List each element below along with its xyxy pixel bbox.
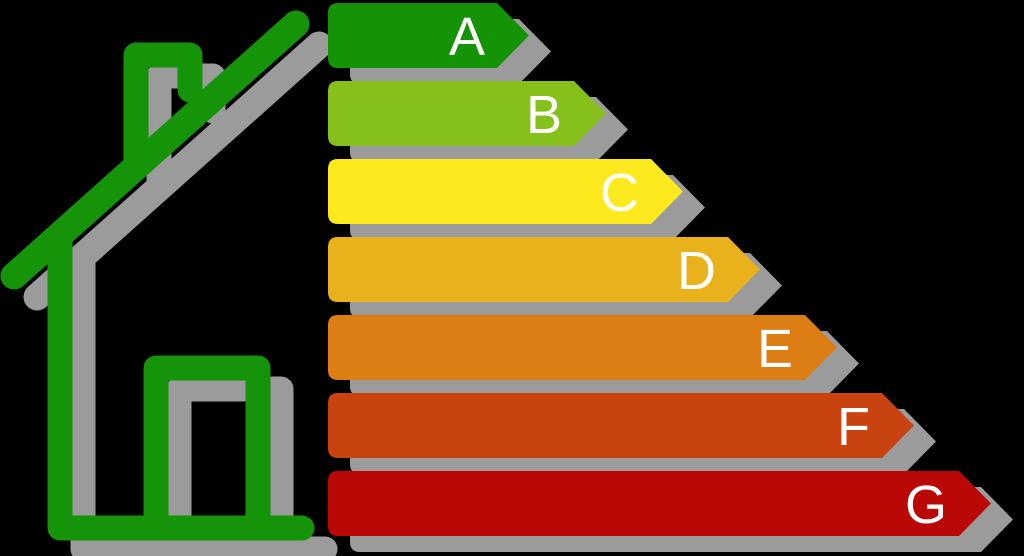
rating-bar-g-arrow xyxy=(328,471,991,536)
energy-house-icon xyxy=(0,10,315,541)
rating-bar-a-arrow xyxy=(328,3,529,68)
rating-bar-e: E xyxy=(328,315,859,396)
rating-bar-a-label: A xyxy=(449,7,485,67)
rating-bar-e-label: E xyxy=(757,319,793,379)
rating-bar-c: C xyxy=(328,159,705,240)
rating-bar-b-arrow xyxy=(328,81,606,146)
rating-bar-d: D xyxy=(328,237,782,318)
rating-bar-f-arrow xyxy=(328,393,914,458)
rating-bar-f: F xyxy=(328,393,936,474)
house-door-shadow xyxy=(166,376,294,556)
rating-bar-g: G xyxy=(328,471,1013,552)
rating-bar-d-label: D xyxy=(677,241,716,301)
rating-bar-b: B xyxy=(328,81,628,162)
house-wall-floor xyxy=(47,224,315,541)
house-wall-floor-shadow xyxy=(70,245,338,556)
rating-bar-f-label: F xyxy=(837,397,870,457)
rating-bar-c-label: C xyxy=(600,163,639,223)
rating-bar-g-label: G xyxy=(905,475,947,535)
rating-bar-a: A xyxy=(328,3,551,84)
rating-bar-e-arrow xyxy=(328,315,837,380)
rating-bar-b-label: B xyxy=(526,85,562,145)
house-door xyxy=(143,355,271,541)
rating-bar-c-arrow xyxy=(328,159,683,224)
house-chimney xyxy=(123,42,203,173)
rating-bar-d-arrow xyxy=(328,237,760,302)
